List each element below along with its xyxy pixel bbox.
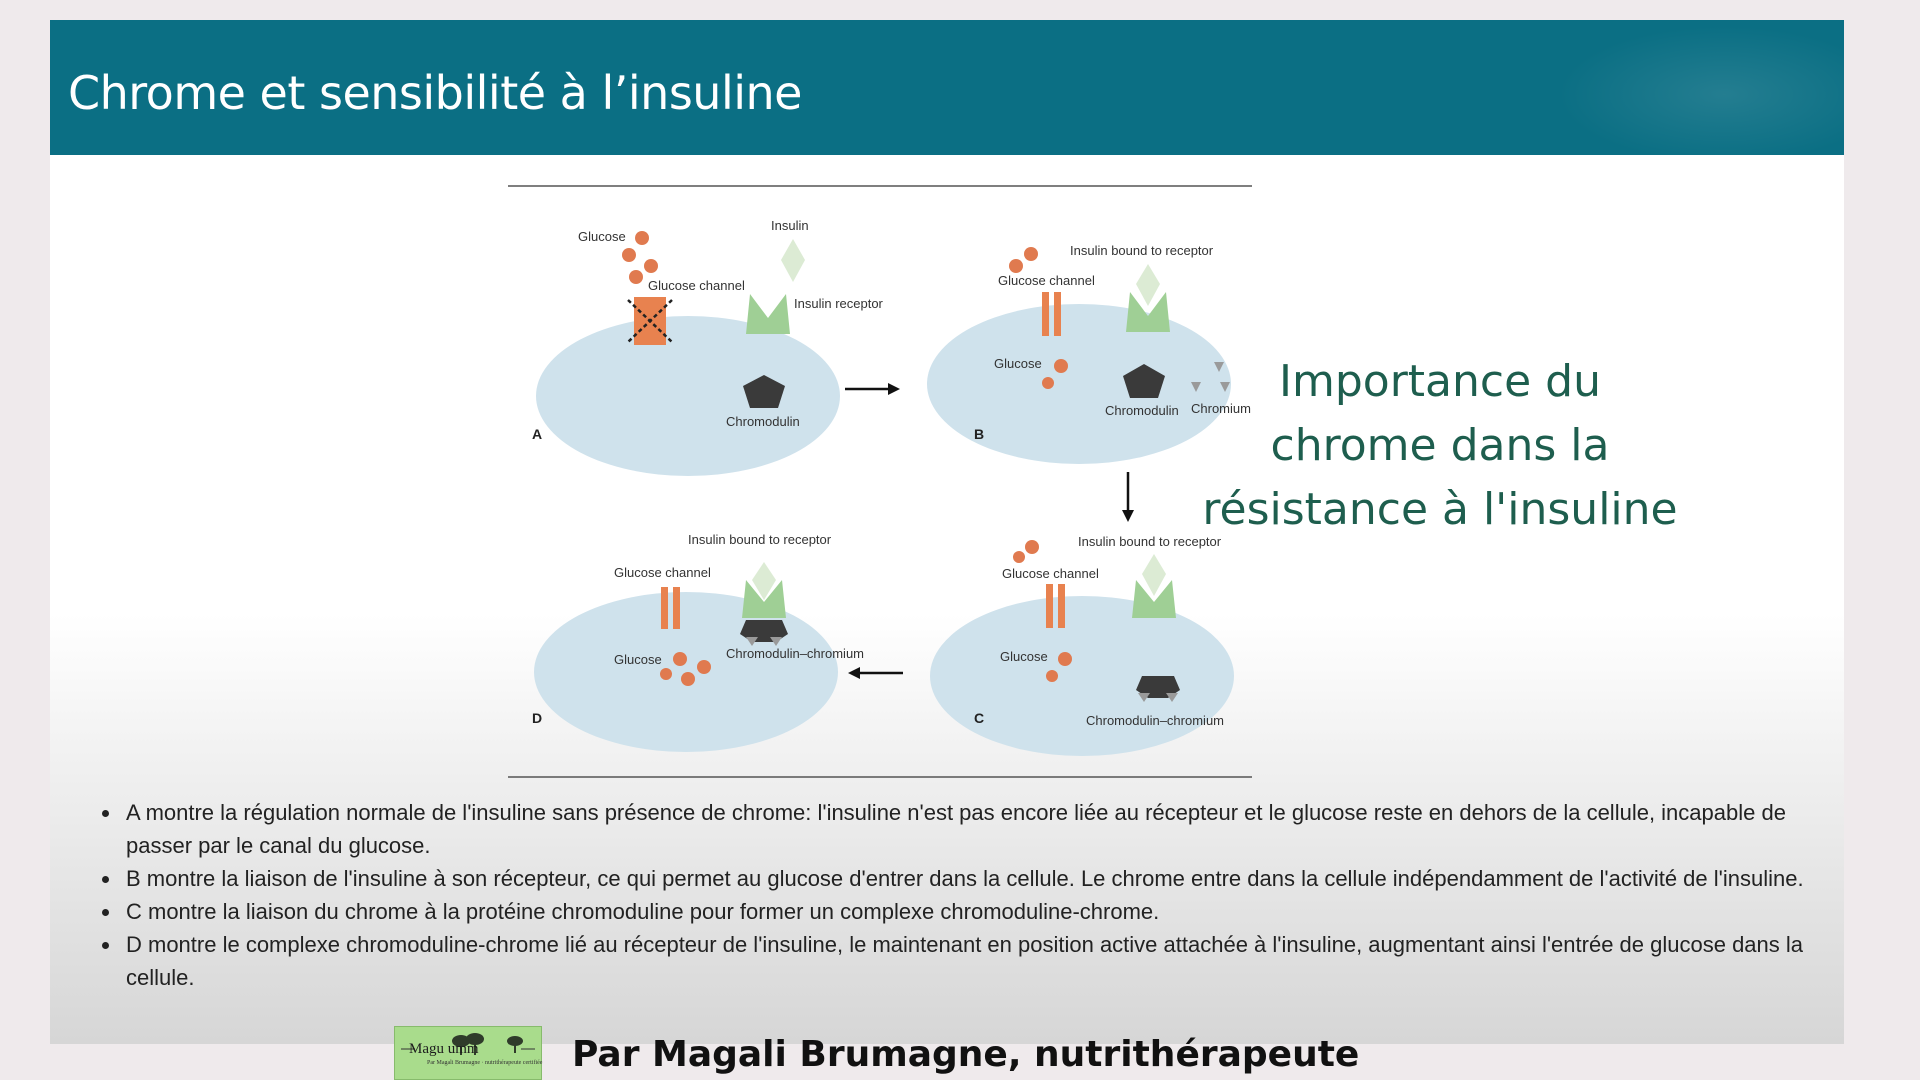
label-chromodulin: Chromodulin bbox=[1105, 403, 1179, 418]
arrow-right-icon bbox=[845, 383, 900, 395]
label-chromodulin-chromium: Chromodulin–chromium bbox=[1086, 713, 1224, 728]
label-insulin-bound: Insulin bound to receptor bbox=[1070, 243, 1214, 258]
chromodulin-chromium-complex-icon bbox=[1136, 676, 1180, 698]
label-glucose-channel: Glucose channel bbox=[648, 278, 745, 293]
chromium-icon bbox=[1220, 382, 1230, 392]
chromodulin-chromium-complex-icon bbox=[740, 620, 788, 642]
insulin-icon bbox=[781, 239, 805, 282]
side-caption-line: chrome dans la bbox=[1270, 420, 1610, 471]
panel-d: Insulin bound to receptor Glucose channe… bbox=[532, 532, 864, 752]
label-insulin-bound: Insulin bound to receptor bbox=[688, 532, 832, 547]
cell-a bbox=[536, 316, 840, 476]
chromium-icon bbox=[770, 637, 782, 646]
glucose-dot bbox=[1054, 359, 1068, 373]
label-glucose-channel: Glucose channel bbox=[1002, 566, 1099, 581]
glucose-dot bbox=[635, 231, 649, 245]
panel-letter-d: D bbox=[532, 710, 542, 726]
explanation-item-b: B montre la liaison de l'insuline à son … bbox=[122, 862, 1842, 895]
panel-letter-a: A bbox=[532, 426, 542, 442]
label-insulin-bound: Insulin bound to receptor bbox=[1078, 534, 1222, 549]
glucose-dot bbox=[1046, 670, 1058, 682]
glucose-dot bbox=[697, 660, 711, 674]
insulin-icon bbox=[1136, 264, 1160, 306]
chromodulin-icon bbox=[1123, 364, 1165, 398]
label-glucose: Glucose bbox=[994, 356, 1042, 371]
blocked-cross bbox=[627, 299, 673, 343]
logo-tagline: Par Magali Brumagne · nutrithérapeute ce… bbox=[427, 1060, 543, 1066]
label-glucose-channel: Glucose channel bbox=[614, 565, 711, 580]
side-caption: Importance du chrome dans la résistance … bbox=[1200, 350, 1680, 542]
slide-title: Chrome et sensibilité à l’insuline bbox=[68, 66, 802, 120]
label-chromium: Chromium bbox=[1191, 401, 1251, 416]
chromium-icon bbox=[746, 637, 758, 646]
glucose-dot bbox=[1024, 247, 1038, 261]
glucose-channel-icon bbox=[1058, 584, 1065, 628]
panel-letter-b: B bbox=[974, 426, 984, 442]
label-glucose: Glucose bbox=[578, 229, 626, 244]
glucose-dot bbox=[1009, 259, 1023, 273]
glucose-dot bbox=[1013, 551, 1025, 563]
panel-a: Glucose Insulin Glucose channel Insulin … bbox=[532, 218, 884, 476]
label-glucose-channel: Glucose channel bbox=[998, 273, 1095, 288]
glucose-dot bbox=[1042, 377, 1054, 389]
glucose-channel-icon bbox=[1046, 584, 1053, 628]
glucose-dot bbox=[622, 248, 636, 262]
brand-logo: Magu umm Par Magali Brumagne · nutrithér… bbox=[394, 1026, 542, 1080]
side-caption-line: résistance à l'insuline bbox=[1202, 484, 1678, 535]
label-glucose: Glucose bbox=[1000, 649, 1048, 664]
glucose-channel-icon bbox=[673, 587, 680, 629]
panel-c: Insulin bound to receptor Glucose channe… bbox=[930, 534, 1234, 756]
glucose-channel-icon bbox=[1042, 292, 1049, 336]
glucose-dot bbox=[644, 259, 658, 273]
chromium-insulin-diagram: Glucose Insulin Glucose channel Insulin … bbox=[508, 185, 1252, 778]
insulin-receptor-icon bbox=[746, 294, 790, 334]
cell-d bbox=[534, 592, 838, 752]
label-glucose: Glucose bbox=[614, 652, 662, 667]
panel-letter-c: C bbox=[974, 710, 984, 726]
insulin-icon bbox=[752, 562, 776, 600]
author-credit: Par Magali Brumagne, nutrithérapeute bbox=[572, 1034, 1360, 1075]
cell-b bbox=[927, 304, 1231, 464]
explanation-list: A montre la régulation normale de l'insu… bbox=[100, 796, 1842, 994]
cell-c bbox=[930, 596, 1234, 756]
glucose-dot bbox=[1025, 540, 1039, 554]
glucose-channel-icon bbox=[1054, 292, 1061, 336]
tree-icon bbox=[401, 1033, 535, 1055]
slide: Chrome et sensibilité à l’insuline Gluco… bbox=[50, 20, 1844, 1044]
label-insulin: Insulin bbox=[771, 218, 809, 233]
chromium-icon bbox=[1166, 693, 1178, 702]
label-chromodulin: Chromodulin bbox=[726, 414, 800, 429]
chromium-icon bbox=[1191, 382, 1201, 392]
insulin-receptor-icon bbox=[742, 580, 786, 618]
explanation-item-a: A montre la régulation normale de l'insu… bbox=[122, 796, 1842, 862]
side-caption-line: Importance du bbox=[1279, 356, 1601, 407]
glucose-dot bbox=[1058, 652, 1072, 666]
label-insulin-receptor: Insulin receptor bbox=[794, 296, 884, 311]
glucose-dot bbox=[629, 270, 643, 284]
label-chromodulin-chromium: Chromodulin–chromium bbox=[726, 646, 864, 661]
chromium-icon bbox=[1138, 693, 1150, 702]
arrow-down-icon bbox=[1122, 472, 1134, 522]
glucose-dot bbox=[681, 672, 695, 686]
arrow-left-icon bbox=[848, 667, 903, 679]
insulin-icon bbox=[1142, 554, 1166, 596]
title-bar: Chrome et sensibilité à l’insuline bbox=[50, 20, 1844, 155]
explanation-item-d: D montre le complexe chromoduline-chrome… bbox=[122, 928, 1842, 994]
chromium-icon bbox=[1214, 362, 1224, 372]
title-bar-glow bbox=[1544, 20, 1844, 155]
glucose-dot bbox=[660, 668, 672, 680]
explanation-item-c: C montre la liaison du chrome à la proté… bbox=[122, 895, 1842, 928]
insulin-receptor-icon bbox=[1132, 580, 1176, 618]
glucose-channel-icon bbox=[661, 587, 668, 629]
glucose-dot bbox=[673, 652, 687, 666]
logo-wordmark: Magu umm bbox=[409, 1041, 479, 1057]
insulin-receptor-icon bbox=[1126, 292, 1170, 332]
chromodulin-icon bbox=[743, 375, 785, 408]
panel-b: Insulin bound to receptor Glucose channe… bbox=[927, 243, 1251, 464]
